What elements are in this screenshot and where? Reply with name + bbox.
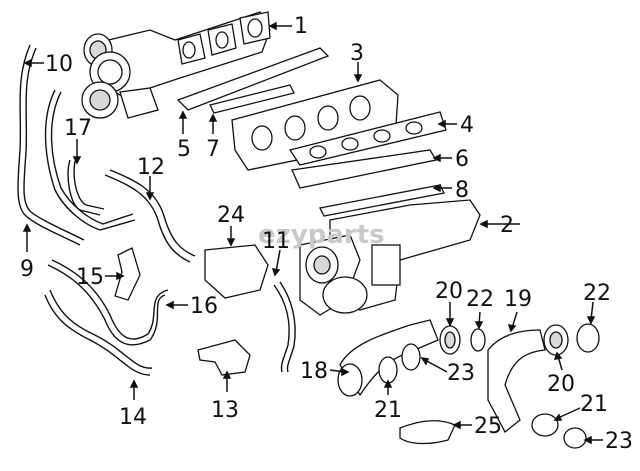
pipe-13-part xyxy=(197,339,251,376)
manifold-gasket-7-part xyxy=(209,84,295,114)
callout-2: 2 xyxy=(500,213,514,238)
callout-25: 25 xyxy=(474,414,502,439)
callout-17: 17 xyxy=(64,116,92,141)
callout-1: 1 xyxy=(294,14,308,39)
lower-turbo-manifold-part xyxy=(299,199,481,316)
callout-6: 6 xyxy=(455,147,469,172)
clamp-21a-part xyxy=(378,356,398,384)
shield-25-part xyxy=(399,420,456,445)
callout-3: 3 xyxy=(350,41,364,66)
clamp-22b-part xyxy=(576,323,600,353)
gasket-8-part xyxy=(319,184,445,217)
callout-12: 12 xyxy=(137,155,165,180)
coupler-20a-part xyxy=(439,325,461,355)
line-12-part xyxy=(104,169,196,263)
callout-22b: 22 xyxy=(583,281,611,306)
callout-24: 24 xyxy=(217,203,245,228)
gasket-4-part xyxy=(288,111,447,166)
callout-14: 14 xyxy=(119,405,147,430)
heat-shield-24-part xyxy=(204,244,269,299)
callout-18: 18 xyxy=(300,359,328,384)
line-16-part xyxy=(47,259,169,346)
callout-19: 19 xyxy=(504,287,532,312)
callout-15: 15 xyxy=(76,265,104,290)
coolant-line-17-part xyxy=(44,89,136,231)
callout-23b: 23 xyxy=(605,429,633,454)
clamp-23a-part xyxy=(401,343,421,371)
intake-pipe-19-part xyxy=(487,329,546,433)
line-11-part xyxy=(273,281,296,373)
leader-lines xyxy=(22,21,603,445)
line-14-part xyxy=(44,289,153,376)
upper-turbo-manifold-part xyxy=(81,11,271,119)
callout-10: 10 xyxy=(45,52,73,77)
clamp-21b-part xyxy=(531,413,559,437)
callout-21b: 21 xyxy=(580,392,608,417)
callout-20a: 20 xyxy=(435,279,463,304)
watermark-logo: ezyparts xyxy=(258,220,385,250)
callout-23a: 23 xyxy=(447,361,475,386)
callout-4: 4 xyxy=(460,113,474,138)
callout-9: 9 xyxy=(20,257,34,282)
callout-13: 13 xyxy=(211,398,239,423)
bracket-15-part xyxy=(114,247,141,301)
clamp-23b-part xyxy=(563,427,587,449)
callout-21a: 21 xyxy=(374,398,402,423)
callout-8: 8 xyxy=(455,178,469,203)
clamp-22a-part xyxy=(470,328,486,352)
callout-11: 11 xyxy=(262,229,290,254)
callout-22a: 22 xyxy=(466,287,494,312)
callout-5: 5 xyxy=(177,137,191,162)
oil-line-9-part xyxy=(17,44,85,246)
shield-6-part xyxy=(291,149,438,189)
callout-7: 7 xyxy=(206,137,220,162)
coupler-20b-part xyxy=(543,324,569,356)
callout-20b: 20 xyxy=(547,372,575,397)
manifold-gasket-5-part xyxy=(176,47,330,111)
callout-16: 16 xyxy=(190,294,218,319)
